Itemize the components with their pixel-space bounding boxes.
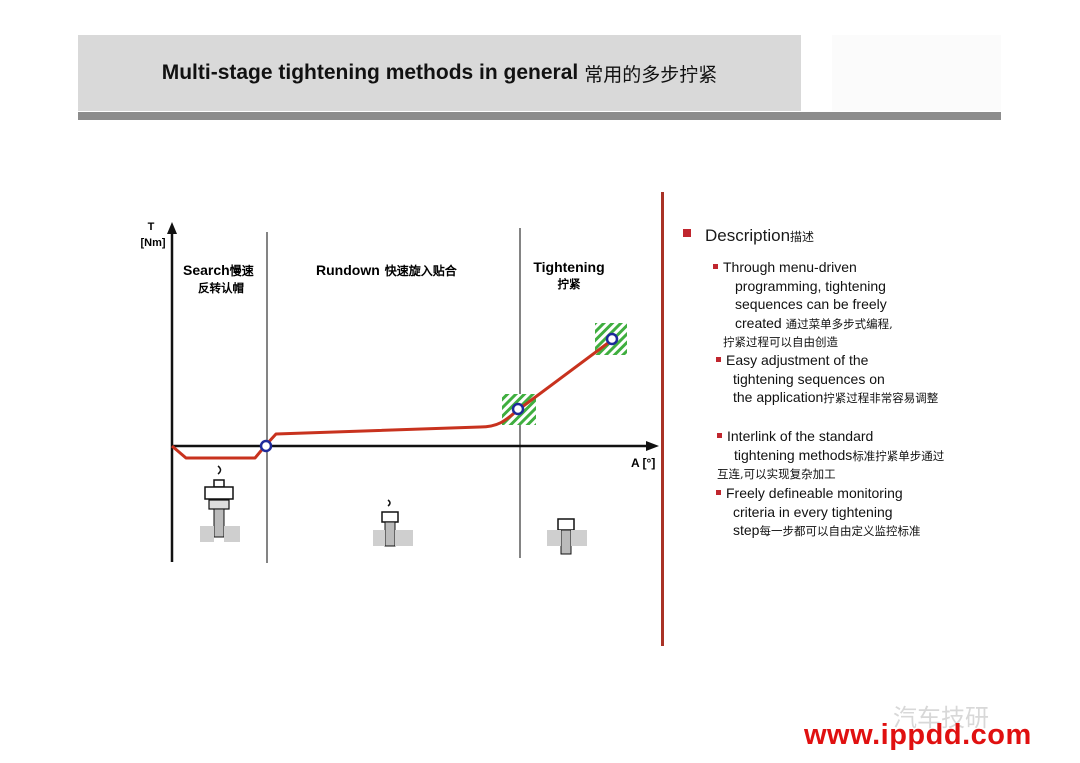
y-axis-arrow [167,222,177,234]
description-bullet [683,229,691,237]
phase-label-tightening: Tightening [533,259,604,275]
torque-curve [171,338,613,460]
bolt-rundown-icon [373,499,413,547]
marker-search-end [259,439,273,453]
description-heading: Description描述 [705,226,815,245]
title-banner-right [832,35,1001,111]
marker-final-torque [605,332,619,346]
page-title: Multi-stage tightening methods in genera… [78,35,801,111]
y-axis-label-unit: [Nm] [140,237,165,249]
y-axis-label-t: T [148,221,155,233]
description-item-1: Through menu-driven programming, tighten… [713,258,893,352]
title-underline [78,112,1001,120]
item-bullet [717,432,722,438]
x-axis-arrow [646,441,659,451]
bolt-search-icon [200,465,240,542]
description-item-4: Freely defineable monitoring criteria in… [716,484,920,541]
section-divider [661,192,664,646]
watermark-url: www.ippdd.com [804,719,1032,751]
phase-sublabel-search: 反转认帽 [198,281,244,295]
x-axis-label: A [°] [631,456,655,470]
description-item-3: Interlink of the standard tightening met… [717,428,945,481]
watermark-brand: 汽车技研 [893,704,989,732]
item-bullet [716,489,721,495]
item-bullet [713,263,718,269]
phase-sublabel-tightening: 拧紧 [558,277,581,291]
title-banner [78,35,801,111]
phase-label-search: Search慢速 [183,262,254,278]
page-title-zh: 常用的多步拧紧 [584,63,718,86]
page-title-en: Multi-stage tightening methods in genera… [161,61,579,84]
item-bullet [716,356,721,362]
marker-rundown-end [511,402,525,416]
bolt-tightening-icon [547,518,587,555]
description-item-2: Easy adjustment of the tightening sequen… [716,351,938,408]
